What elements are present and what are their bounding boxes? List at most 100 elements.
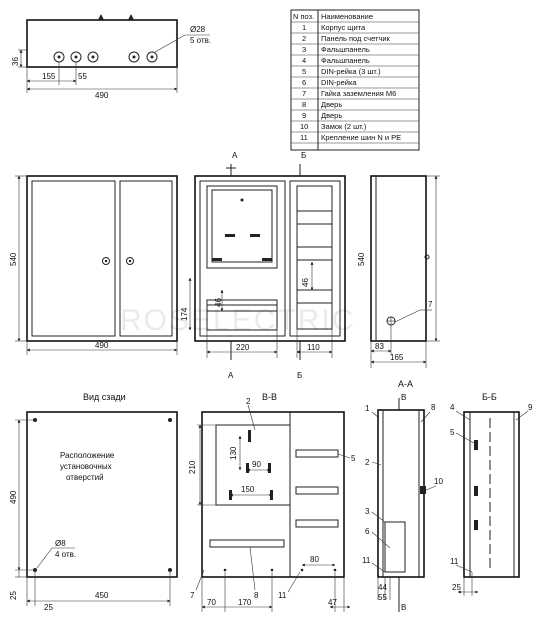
table-row-num: 11 [300, 133, 308, 142]
table-header-num: N поз. [293, 12, 314, 21]
table-row-name: DIN-рейка (3 шт.) [321, 67, 381, 76]
part-label: 10 [434, 477, 443, 486]
dim-label: 174 [180, 307, 189, 321]
table-row-num: 9 [302, 111, 306, 120]
section-mark: А [228, 371, 234, 380]
part-label: 1 [365, 404, 370, 413]
dim-label: 44 [378, 583, 387, 592]
table-row-num: 4 [302, 56, 306, 65]
table-row-name: Корпус щита [321, 23, 366, 32]
dim-label: 55 [378, 593, 387, 602]
dim-label: 25 [452, 583, 461, 592]
table-row-name: Гайка заземления М6 [321, 89, 396, 98]
dim-label: 150 [241, 485, 255, 494]
table-row-num: 7 [302, 89, 306, 98]
part-label: 11 [278, 591, 287, 600]
view-title: А-А [398, 379, 413, 389]
part-label: 7 [428, 300, 433, 309]
caption-line: установочных [60, 462, 112, 471]
part-label: 2 [246, 397, 251, 406]
table-row-name: Фальшпанель [321, 56, 370, 65]
watermark: ROSELECTRIC [120, 304, 355, 337]
dim-label: 540 [357, 252, 366, 266]
parts-table: N поз. Наименование 1 Корпус щита 2 Пане… [290, 9, 420, 151]
cable-entry-holes [53, 51, 158, 63]
part-label: 6 [365, 527, 370, 536]
aa-view: А-А В В 1 2 3 6 8 10 11 44 55 [362, 379, 443, 612]
table-row-name: Дверь [321, 111, 342, 120]
hole-note: Ø8 [55, 539, 66, 548]
dim-label: 170 [238, 598, 252, 607]
table-row-name: Дверь [321, 100, 342, 109]
side-view: 7 540 83 165 [357, 175, 440, 368]
part-label: 5 [450, 428, 455, 437]
view-title: Вид сзади [83, 392, 126, 402]
part-label: 2 [365, 458, 370, 467]
front-view: 540 490 [9, 175, 178, 355]
dim-label: 490 [95, 91, 109, 100]
hole-note: 4 отв. [55, 550, 76, 559]
part-label: 7 [190, 591, 195, 600]
dim-label: 90 [252, 460, 261, 469]
section-mark: Б [297, 371, 302, 380]
dim-label: 450 [95, 591, 109, 600]
dim-label: 25 [9, 591, 18, 600]
table-row-name: Замок (2 шт.) [321, 122, 367, 131]
dim-label: 55 [78, 72, 87, 81]
table-row-num: 3 [302, 45, 306, 54]
top-view: Ø28 5 отв. 36 155 55 490 [11, 14, 211, 100]
part-label: 4 [450, 403, 455, 412]
dim-label: 70 [207, 598, 216, 607]
table-row-num: 8 [302, 100, 306, 109]
table-row-num: 6 [302, 78, 306, 87]
part-label: 5 [351, 454, 356, 463]
section-mark: В [401, 603, 406, 612]
section-mark: В [401, 393, 406, 402]
part-label: 3 [365, 507, 370, 516]
dim-label: 47 [328, 598, 337, 607]
table-row-name: Фальшпанель [321, 45, 370, 54]
section-mark: Б [301, 151, 306, 160]
dim-label: 46 [301, 278, 310, 287]
table-row-num: 5 [302, 67, 306, 76]
dim-label: 540 [9, 252, 18, 266]
rear-view: Вид сзади Расположение установочных отве… [9, 392, 178, 612]
table-row-num: 1 [302, 23, 306, 32]
lock-icon [102, 257, 134, 265]
view-title: В-В [262, 392, 277, 402]
dim-label: 490 [9, 490, 18, 504]
table-row-name: DIN-рейка [321, 78, 357, 87]
view-title: Б-Б [482, 392, 497, 402]
caption-line: Расположение [60, 451, 115, 460]
part-label: 9 [528, 403, 533, 412]
table-row-name: Панель под счетчик [321, 34, 391, 43]
caption-line: отверстий [66, 473, 104, 482]
open-view: А А Б Б 174 46 46 220 110 [180, 151, 346, 380]
dim-label: 83 [375, 342, 384, 351]
hole-note: 5 отв. [190, 36, 211, 45]
part-label: 11 [362, 556, 371, 565]
dim-label: 25 [44, 603, 53, 612]
bb-view: Б-Б 4 5 9 11 25 [450, 392, 533, 596]
dim-label: 210 [188, 460, 197, 474]
part-label: 8 [431, 403, 436, 412]
dim-label: 220 [236, 343, 250, 352]
dim-label: 155 [42, 72, 56, 81]
table-row-num: 2 [302, 34, 306, 43]
table-header-name: Наименование [321, 12, 373, 21]
dim-label: 165 [390, 353, 404, 362]
section-mark: А [232, 151, 238, 160]
dim-label: 110 [307, 343, 320, 352]
table-row-num: 10 [300, 122, 308, 131]
dim-label: 130 [229, 446, 238, 460]
hole-note: Ø28 [190, 25, 206, 34]
table-row-name: Крепление шин N и PE [321, 133, 401, 142]
dim-label: 80 [310, 555, 319, 564]
vv-view: В-В 2 5 7 8 11 210 130 [188, 392, 356, 612]
part-label: 8 [254, 591, 259, 600]
dim-label: 490 [95, 341, 109, 350]
ground-nut-icon [386, 316, 396, 326]
dim-label: 36 [11, 57, 20, 66]
part-label: 11 [450, 557, 459, 566]
